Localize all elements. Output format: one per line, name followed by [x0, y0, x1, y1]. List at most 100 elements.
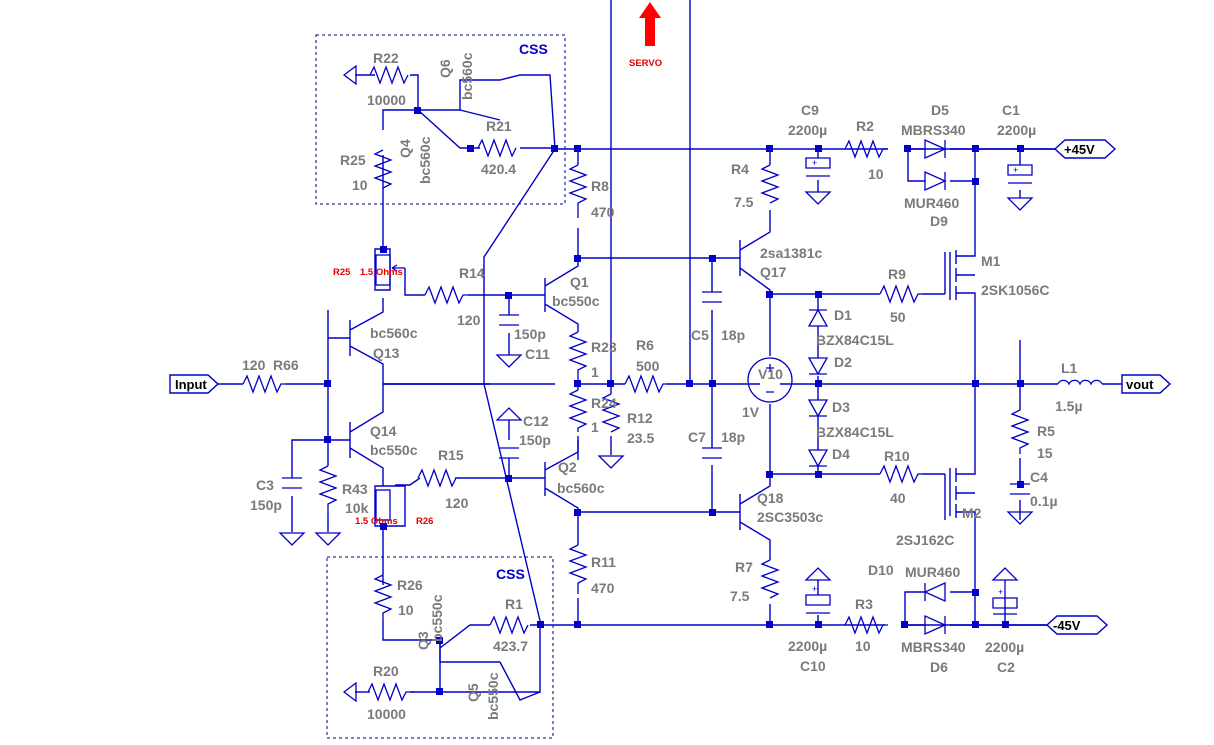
l1-name: L1: [1061, 360, 1078, 376]
d3-name: D3: [832, 399, 850, 415]
d6-diode: [924, 614, 947, 636]
r15-name: R15: [438, 447, 464, 463]
c7-name: C7: [688, 429, 706, 445]
c5-cap: [702, 291, 722, 303]
d9-name: D9: [930, 213, 948, 229]
vout-port-label: vout: [1126, 377, 1154, 392]
r10-resistor: [879, 464, 922, 484]
r8-value: 470: [591, 204, 615, 220]
m1-name: M1: [981, 253, 1001, 269]
c2-name: C2: [997, 659, 1015, 675]
r21-value: 420.4: [481, 161, 516, 177]
c2-cap: [992, 597, 1018, 615]
r2-resistor: [844, 139, 888, 159]
d3-diode: [807, 399, 829, 418]
q2-name: Q2: [558, 459, 577, 475]
r11-resistor: [568, 544, 588, 594]
c9-name: C9: [801, 102, 819, 118]
d5-diode: [924, 138, 947, 160]
c11-value: 150p: [514, 326, 546, 342]
r26-pot-value: 1.5 Ohms: [355, 516, 398, 527]
r5-resistor: [1010, 409, 1030, 454]
c10-cap: [805, 594, 831, 614]
r26-name: R26: [397, 577, 423, 593]
r25-name: R25: [340, 152, 366, 168]
diodes: [807, 138, 947, 636]
r20-value: 10000: [367, 706, 406, 722]
c3-name: C3: [256, 477, 274, 493]
vneg-port[interactable]: -45V: [1045, 615, 1109, 635]
r9-name: R9: [888, 266, 906, 282]
r12-name: R12: [627, 410, 653, 426]
q3-name: Q3: [415, 631, 431, 650]
c5-name: C5: [691, 327, 709, 343]
r10-value: 40: [890, 490, 906, 506]
css-top-label: CSS: [519, 41, 548, 57]
q4-model: bc560c: [417, 136, 433, 184]
q18-model: 2SC3503c: [757, 509, 823, 525]
r22-resistor: [369, 65, 409, 85]
c1-value: 2200µ: [997, 122, 1036, 138]
c3-cap: [282, 477, 302, 489]
vneg-port-label: -45V: [1053, 618, 1081, 633]
r10-name: R10: [884, 448, 910, 464]
q1-name: Q1: [570, 274, 589, 290]
d6-model: MBRS340: [901, 639, 966, 655]
q6-model: bc560c: [459, 52, 475, 100]
r7-value: 7.5: [730, 588, 750, 604]
q14-name: Q14: [370, 423, 397, 439]
l1-inductor: [1057, 379, 1103, 386]
r12-value: 23.5: [627, 430, 654, 446]
r15-value: 120: [445, 495, 469, 511]
q13-name: Q13: [373, 345, 400, 361]
vpos-port-label: +45V: [1064, 142, 1095, 157]
ground-symbols: [279, 65, 1033, 702]
d10-name: D10: [868, 562, 894, 578]
svg-text:+: +: [812, 158, 817, 168]
r21-resistor: [477, 138, 517, 158]
r25-value: 10: [352, 177, 368, 193]
input-port[interactable]: Input: [169, 374, 220, 394]
vout-port[interactable]: vout: [1121, 374, 1172, 394]
c10-name: C10: [800, 658, 826, 674]
r2-name: R2: [856, 118, 874, 134]
r43-resistor: [318, 465, 338, 514]
r66-value: 120: [242, 357, 266, 373]
c9-value: 2200µ: [788, 122, 827, 138]
d2-name: D2: [834, 354, 852, 370]
r3-value: 10: [855, 638, 871, 654]
r2-value: 10: [868, 166, 884, 182]
r23-value: 1: [591, 364, 599, 380]
r22-name: R22: [373, 50, 399, 66]
resistors: [242, 65, 1103, 702]
r14-resistor: [424, 285, 468, 305]
r8-name: R8: [591, 178, 609, 194]
d4-name: D4: [832, 446, 850, 462]
r6-name: R6: [636, 337, 654, 353]
d5-model: MBRS340: [901, 122, 966, 138]
d10-model: MUR460: [905, 564, 960, 580]
r21-name: R21: [486, 118, 512, 134]
input-port-label: Input: [175, 377, 207, 392]
r26-resistor: [373, 574, 393, 620]
q1-model: bc550c: [552, 293, 600, 309]
c7-value: 18p: [721, 429, 745, 445]
d2-model: BZX84C15L: [816, 332, 894, 348]
r7-resistor: [760, 559, 780, 599]
vpos-port[interactable]: +45V: [1053, 139, 1117, 159]
c7-cap: [702, 447, 722, 459]
q14-model: bc550c: [370, 442, 418, 458]
r25-pot: [375, 254, 391, 286]
c1-cap: [1007, 164, 1033, 184]
v10-value: 1V: [742, 404, 760, 420]
d1-diode: [807, 308, 829, 327]
r1-resistor: [489, 615, 529, 635]
r11-name: R11: [591, 554, 616, 570]
q17-name: Q17: [760, 264, 787, 280]
servo-label: SERVO: [629, 58, 662, 69]
r7-name: R7: [735, 559, 753, 575]
d2-diode: [807, 357, 829, 376]
r66-resistor: [242, 374, 285, 394]
q2-model: bc560c: [557, 480, 605, 496]
